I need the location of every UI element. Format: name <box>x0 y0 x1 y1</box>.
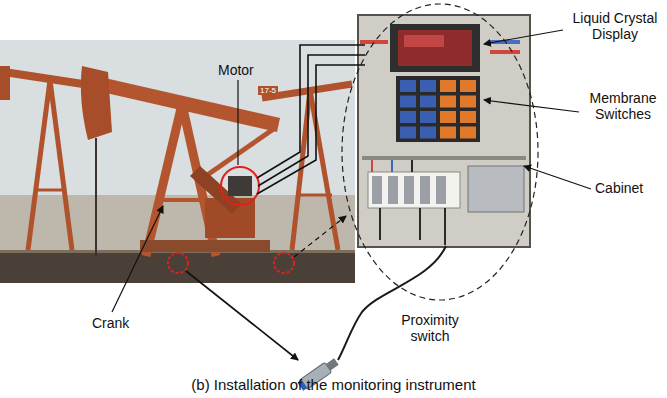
oilfield-photo <box>36 189 64 192</box>
oilfield-photo <box>146 104 182 256</box>
keypad-key <box>440 80 456 92</box>
oilfield-photo <box>95 138 97 256</box>
cabinet-photo <box>398 30 472 66</box>
part-label: Proximity switch <box>394 312 466 344</box>
cabinet-photo <box>358 15 530 247</box>
oilfield-photo <box>158 198 208 202</box>
signal-wire <box>257 65 365 194</box>
part-label: Motor <box>218 62 254 78</box>
cabinet-photo <box>379 208 381 240</box>
leader-line <box>186 271 298 360</box>
oilfield-photo <box>81 66 112 140</box>
sensor-highlight <box>168 253 188 273</box>
part-label: Cabinet <box>595 180 643 196</box>
oilfield-photo <box>0 66 10 100</box>
cabinet-photo <box>436 176 446 204</box>
keypad-key <box>440 127 456 139</box>
cabinet-photo <box>444 208 446 245</box>
cabinet-photo <box>372 160 445 245</box>
keypad-key <box>440 111 456 123</box>
cabinet-photo <box>400 80 476 139</box>
cabinet-photo <box>390 24 480 72</box>
oilfield-photo <box>0 195 355 253</box>
signal-wire <box>258 55 365 186</box>
cabinet-photo <box>358 15 530 247</box>
keypad-key <box>400 127 416 139</box>
cabinet-photo <box>419 208 421 240</box>
cabinet-photo <box>388 176 398 204</box>
cabinet-photo <box>391 160 393 172</box>
keypad-key <box>420 111 436 123</box>
oilfield-photo <box>50 80 72 250</box>
leader-line <box>524 166 591 189</box>
oilfield-photo <box>298 194 332 197</box>
keypad-key <box>440 96 456 108</box>
oilfield-photo <box>0 40 355 283</box>
cabinet-photo <box>411 160 413 172</box>
leader-line <box>484 30 563 44</box>
proximity-switch-icon <box>326 358 339 370</box>
oilfield-photo <box>28 80 50 250</box>
oilfield-photo <box>140 240 270 252</box>
keypad-key <box>400 96 416 108</box>
keypad-key <box>460 127 476 139</box>
leader-line <box>484 100 579 112</box>
oilfield-photo <box>146 104 275 256</box>
cabinet-photo <box>368 172 460 208</box>
motor-highlight <box>221 167 259 205</box>
leader-line <box>112 206 163 312</box>
keypad-key <box>460 96 476 108</box>
cabinet-photo <box>372 176 382 204</box>
cabinet-photo <box>362 156 526 160</box>
figure-caption: (b) Installation of the monitoring instr… <box>0 376 667 394</box>
oilfield-photo <box>310 90 338 250</box>
cabinet-photo <box>404 176 414 204</box>
sensor-highlight <box>274 253 294 273</box>
leader-line <box>294 216 346 257</box>
cabinet-photo <box>396 76 480 142</box>
keypad-key <box>460 80 476 92</box>
cabinet-photo <box>371 160 373 172</box>
cabinet-photo <box>404 35 444 47</box>
cabinet-photo <box>372 176 446 204</box>
oilfield-photo <box>0 40 355 283</box>
keypad-key <box>420 127 436 139</box>
leader-line <box>112 30 591 360</box>
sign-number: 17-5 <box>258 86 278 95</box>
oilfield-photo <box>0 250 355 283</box>
cabinet-photo <box>420 176 430 204</box>
keypad-key <box>460 111 476 123</box>
oilfield-photo <box>228 176 252 196</box>
cabinet-photo <box>490 50 520 54</box>
keypad-key <box>420 96 436 108</box>
keypad-key <box>420 80 436 92</box>
signal-wire <box>257 45 365 194</box>
part-label: Membrane Switches <box>582 90 664 122</box>
part-label: Crank <box>92 315 129 331</box>
cabinet-photo <box>468 166 524 212</box>
leader-line <box>237 80 238 165</box>
keypad-key <box>400 111 416 123</box>
keypad-key <box>400 80 416 92</box>
part-label: Liquid Crystal Display <box>566 10 664 42</box>
